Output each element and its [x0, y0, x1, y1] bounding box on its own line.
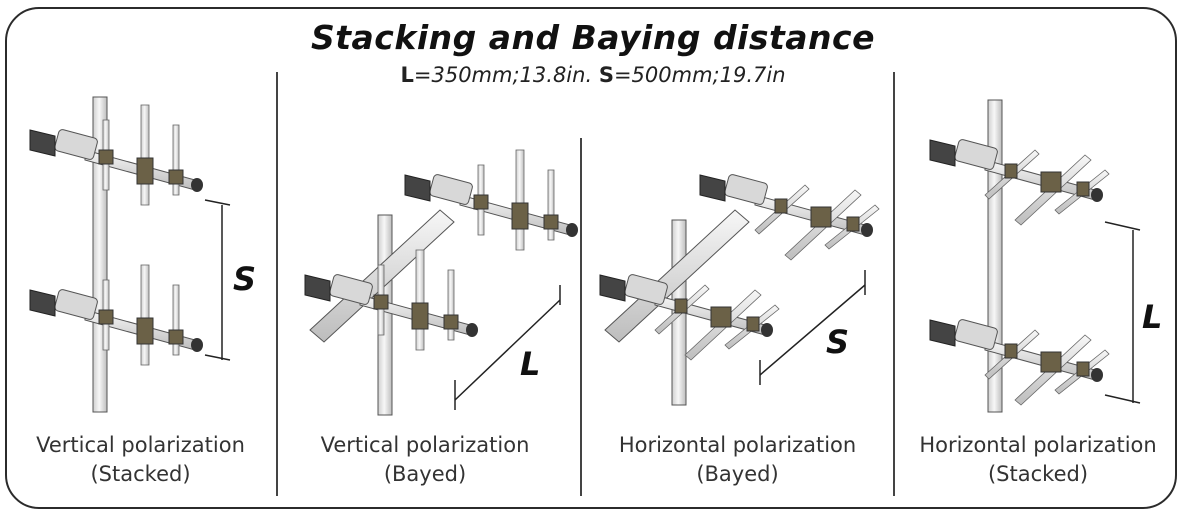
caption-panel-3-line1: Horizontal polarization — [618, 433, 857, 457]
caption-panel-2: Vertical polarization (Bayed) — [290, 431, 560, 489]
divider-1 — [276, 72, 278, 496]
caption-panel-1-line1: Vertical polarization — [36, 433, 245, 457]
caption-panel-4: Horizontal polarization (Stacked) — [898, 431, 1178, 489]
caption-panel-4-line2: (Stacked) — [987, 462, 1089, 486]
caption-panel-3: Horizontal polarization (Bayed) — [590, 431, 885, 489]
diagram-frame — [5, 7, 1177, 509]
dim-label-S-3: S — [826, 323, 850, 361]
dimension-legend: L=350mm;13.8in. S=500mm;19.7in — [0, 63, 1186, 87]
panel-2-illustration — [304, 149, 579, 416]
dim-label-S-1: S — [233, 260, 257, 298]
caption-panel-1: Vertical polarization (Stacked) — [18, 431, 263, 489]
caption-panel-2-line2: (Bayed) — [383, 462, 467, 486]
caption-panel-2-line1: Vertical polarization — [320, 433, 530, 457]
panel-4-illustration — [929, 99, 1141, 413]
caption-panel-1-line2: (Stacked) — [90, 462, 191, 486]
divider-3 — [893, 72, 895, 496]
S-key: S — [598, 63, 614, 87]
caption-panel-4-line1: Horizontal polarization — [919, 433, 1157, 457]
L-key: L — [400, 63, 414, 87]
S-value: =500mm;19.7in — [613, 63, 786, 87]
panel-3-illustration — [599, 173, 880, 406]
divider-2 — [580, 138, 582, 496]
diagram-title: Stacking and Baying distance — [311, 18, 875, 57]
panel-1-illustration — [29, 96, 231, 413]
L-value: =350mm;13.8in. — [413, 63, 593, 87]
caption-panel-3-line2: (Bayed) — [696, 462, 779, 486]
dim-label-L-2: L — [520, 345, 541, 383]
dim-label-L-4: L — [1142, 298, 1163, 336]
